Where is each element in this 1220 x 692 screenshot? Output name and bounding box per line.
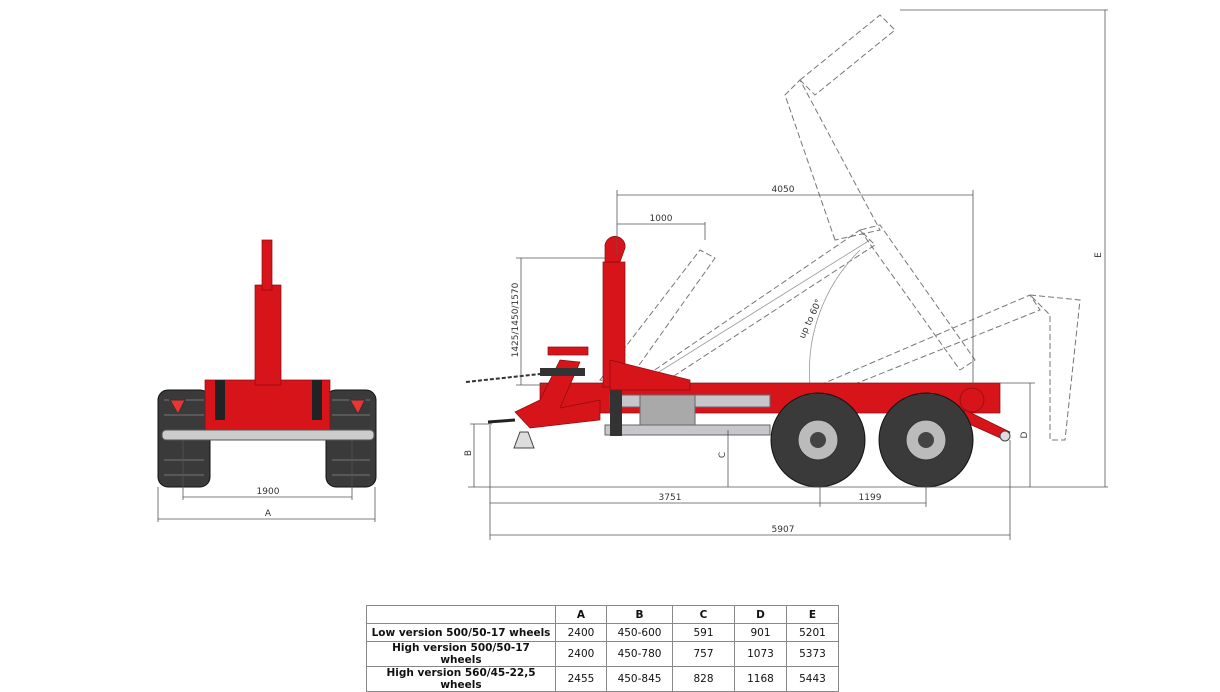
col-c: C xyxy=(672,605,735,624)
row-label: High version 500/50-17 wheels xyxy=(366,641,556,667)
row-label: High version 560/45-22,5 wheels xyxy=(366,666,556,692)
rear-view: 1900 A xyxy=(157,239,377,522)
dim-1199-label: 1199 xyxy=(859,493,882,503)
chain xyxy=(465,373,541,383)
cell: 901 xyxy=(734,623,787,642)
hook-arm-rear xyxy=(254,284,282,386)
dim-c-label: C xyxy=(718,452,728,458)
cell: 2400 xyxy=(555,623,607,642)
dim-b-label: B xyxy=(464,450,474,456)
cell: 450-780 xyxy=(606,641,673,667)
front-wheel xyxy=(770,392,866,488)
cell: 5443 xyxy=(786,666,839,692)
cell: 1073 xyxy=(734,641,787,667)
dim-e-label: E xyxy=(1094,252,1104,258)
table-row: Low version 500/50-17 wheels 2400 450-60… xyxy=(366,623,839,642)
col-b: B xyxy=(606,605,673,624)
cell: 1168 xyxy=(734,666,787,692)
dim-4050-label: 4050 xyxy=(772,185,795,195)
rear-frame xyxy=(204,379,331,431)
col-d: D xyxy=(734,605,787,624)
row-label: Low version 500/50-17 wheels xyxy=(366,623,556,642)
cell: 450-845 xyxy=(606,666,673,692)
dim-d-label: D xyxy=(1020,431,1030,438)
cell: 2455 xyxy=(555,666,607,692)
dim-track-label: 1900 xyxy=(257,487,280,497)
dimensions-table: A B C D E Low version 500/50-17 wheels 2… xyxy=(366,605,839,692)
cell: 828 xyxy=(672,666,735,692)
dim-hook-height-label: 1425/1450/1570 xyxy=(511,282,521,357)
rear-bumper xyxy=(161,429,375,441)
col-e: E xyxy=(786,605,839,624)
hook-icon xyxy=(604,236,626,263)
col-a: A xyxy=(555,605,607,624)
table-row: High version 500/50-17 wheels 2400 450-7… xyxy=(366,641,839,667)
cell: 5373 xyxy=(786,641,839,667)
drawbar xyxy=(514,359,601,429)
dim-5907-label: 5907 xyxy=(772,525,795,535)
tilt-angle-label: up to 60° xyxy=(798,298,825,340)
cell: 2400 xyxy=(555,641,607,667)
cell: 591 xyxy=(672,623,735,642)
dim-3751-label: 3751 xyxy=(659,493,682,503)
side-view: 4050 1000 1425/1450/1570 B C D E 3751 11… xyxy=(464,9,1108,540)
cell: 5201 xyxy=(786,623,839,642)
dim-1000-label: 1000 xyxy=(650,214,673,224)
table-row: High version 560/45-22,5 wheels 2455 450… xyxy=(366,666,839,692)
dim-a-label: A xyxy=(265,509,272,519)
rear-wheel xyxy=(878,392,974,488)
table-header-row: A B C D E xyxy=(366,605,839,624)
cell: 757 xyxy=(672,641,735,667)
cell: 450-600 xyxy=(606,623,673,642)
